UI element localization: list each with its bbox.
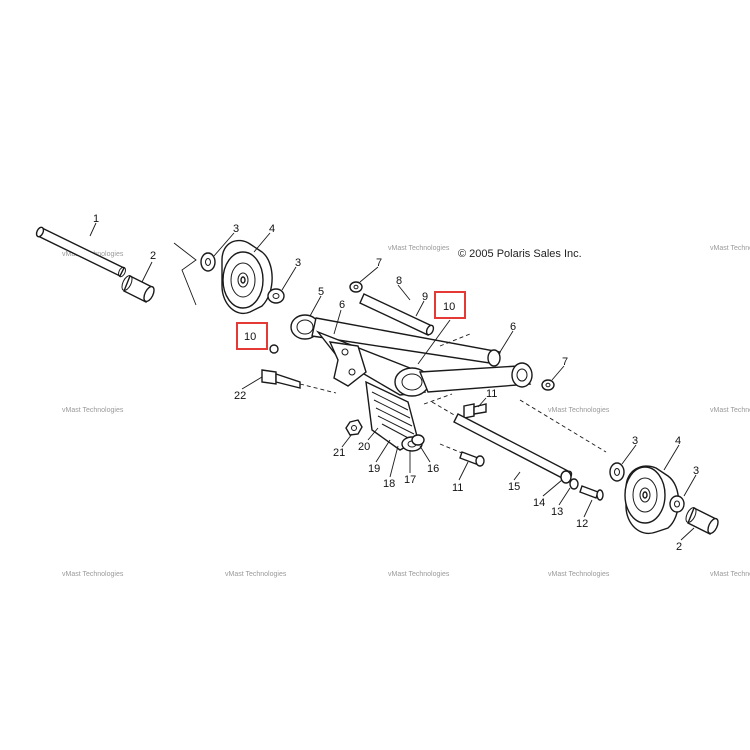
watermark: vMast Technologies (710, 245, 750, 252)
callout-8: 8 (396, 275, 402, 287)
callout-3: 3 (693, 465, 699, 477)
assembly-line (423, 333, 471, 405)
callout-12: 12 (576, 518, 588, 530)
watermark: vMast Technologies (710, 571, 750, 578)
watermark: vMast Technologies (388, 245, 450, 252)
watermark: vMast Technologies (548, 571, 610, 578)
callout-11: 11 (486, 388, 497, 400)
callout-labels: 1 2 3 4 3 5 6 7 8 9 10 10 6 7 22 11 21 2… (93, 213, 699, 553)
part-bolt-long (261, 369, 337, 394)
part-idler-wheel-left (221, 239, 273, 315)
part-bushing-left (121, 275, 155, 303)
watermark: vMast Technologies (710, 407, 750, 414)
part-bolt-short (579, 485, 604, 501)
part-idler-wheel-right (624, 465, 680, 535)
highlight-box-10-right (434, 291, 466, 319)
callout-3: 3 (632, 435, 638, 447)
callout-16: 16 (427, 463, 439, 475)
watermark: vMast Technologies (225, 571, 287, 578)
callout-10: 10 (443, 301, 455, 313)
callout-3: 3 (233, 223, 239, 235)
callout-3: 3 (295, 257, 301, 269)
part-washer (669, 495, 685, 513)
part-washer (609, 462, 625, 482)
callout-6: 6 (510, 321, 516, 333)
callout-4: 4 (675, 435, 681, 447)
callout-5: 5 (318, 286, 324, 298)
watermark: vMast Technologies (388, 571, 450, 578)
callout-2: 2 (676, 541, 682, 553)
part-nut (345, 419, 363, 436)
callout-21: 21 (333, 447, 345, 459)
part-rocker-arm (290, 314, 533, 397)
callout-2: 2 (150, 250, 156, 262)
assembly-line (173, 242, 197, 306)
callout-22: 22 (234, 390, 246, 402)
part-pivot-pin (359, 293, 435, 336)
watermark: vMast Technologies (62, 407, 124, 414)
callout-18: 18 (383, 478, 395, 490)
callout-1: 1 (93, 213, 99, 225)
callout-4: 4 (269, 223, 275, 235)
part-spacer-small (560, 470, 579, 490)
watermark: vMast Technologies (62, 571, 124, 578)
highlight-box-10-left (236, 322, 268, 350)
part-axle-shaft (35, 226, 126, 278)
watermark: vMast Technologies (548, 407, 610, 414)
part-washer (267, 288, 285, 304)
callout-7: 7 (376, 257, 382, 269)
part-bolt (439, 443, 485, 467)
callout-13: 13 (551, 506, 563, 518)
callout-20: 20 (358, 441, 370, 453)
callout-10: 10 (244, 331, 256, 343)
callout-7: 7 (562, 356, 568, 368)
part-washer (200, 252, 216, 272)
part-bushing-right (685, 507, 719, 535)
part-bolt (463, 403, 487, 419)
callout-11: 11 (452, 482, 463, 494)
callout-17: 17 (404, 474, 416, 486)
callout-15: 15 (508, 481, 520, 493)
part-nut-small (269, 344, 279, 354)
assembly-line (519, 399, 607, 453)
callout-6: 6 (339, 299, 345, 311)
part-spring-assembly (365, 380, 425, 452)
part-washer-small (349, 281, 363, 293)
callout-14: 14 (533, 497, 545, 509)
callout-19: 19 (368, 463, 380, 475)
leader-lines (89, 222, 697, 541)
part-washer-small (541, 379, 555, 391)
copyright-notice: © 2005 Polaris Sales Inc. (458, 248, 582, 260)
callout-9: 9 (422, 291, 428, 303)
